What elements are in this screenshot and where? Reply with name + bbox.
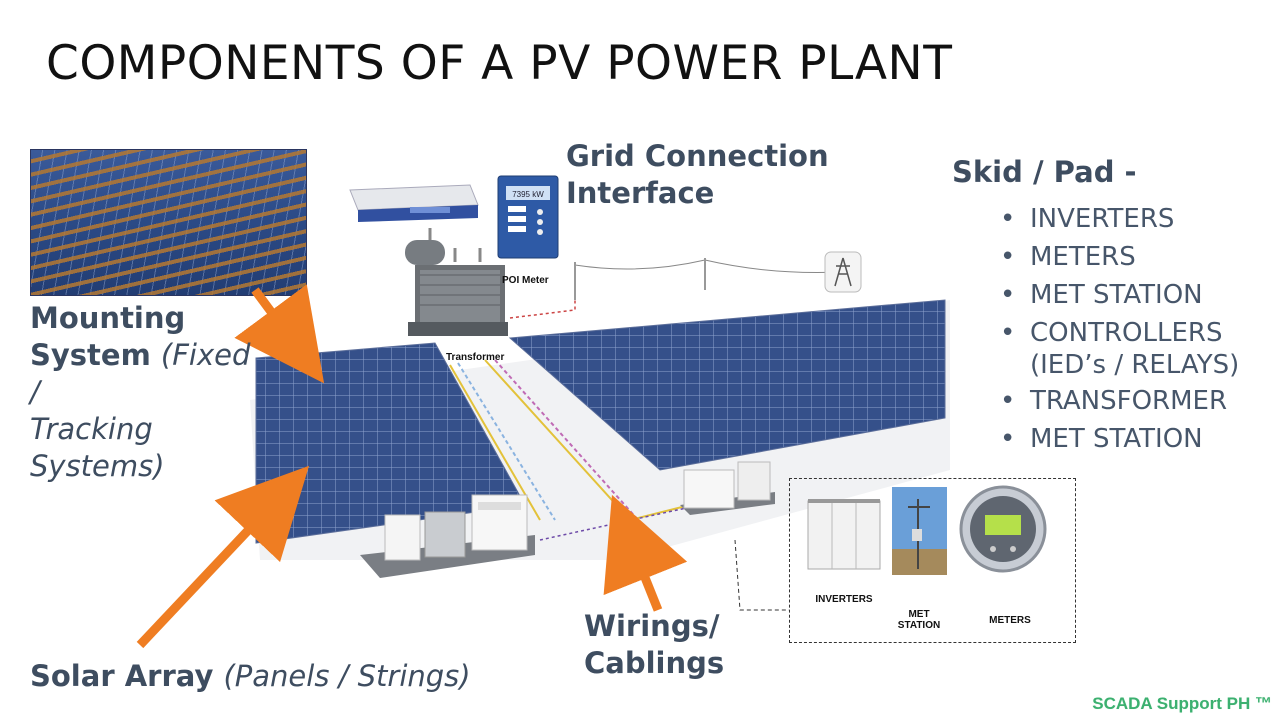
relay-unit-icon: 7395 kW <box>497 175 559 259</box>
callout-meters-label: METERS <box>989 615 1031 626</box>
inverter-cabinet-image <box>807 499 881 570</box>
skid-item: METERS <box>1000 238 1239 276</box>
wirings-line2: Cablings <box>584 646 725 680</box>
mounting-system-label: Mounting System (Fixed / Tracking System… <box>30 300 260 485</box>
skid-item: MET STATION <box>1000 420 1239 458</box>
slide-title: COMPONENTS OF A PV POWER PLANT <box>46 36 953 91</box>
utility-meter-image <box>959 485 1047 573</box>
skid-heading: Skid / Pad - <box>952 155 1137 189</box>
skid-item: MET STATION <box>1000 276 1239 314</box>
callout-met-line1: MET <box>908 609 930 620</box>
callout-met-station-label: MET STATION <box>890 609 948 631</box>
rack-controller-icon <box>349 184 479 222</box>
solar-array-label: Solar Array (Panels / Strings) <box>30 658 471 695</box>
mounting-line2-bold: System <box>30 338 151 372</box>
wirings-label: Wirings/ Cablings <box>584 608 724 682</box>
grid-connection-label: Grid Connection Interface <box>566 138 829 212</box>
arrow-solar-array <box>136 465 310 649</box>
transformer <box>405 228 508 336</box>
solar-array-bold: Solar Array <box>30 659 214 693</box>
relay-display: 7395 kW <box>512 190 544 199</box>
skid-item: INVERTERS <box>1000 200 1239 238</box>
grid-label-line1: Grid Connection <box>566 139 829 173</box>
skid-item: TRANSFORMER <box>1000 382 1239 420</box>
callout-inverters-label: INVERTERS <box>815 594 873 605</box>
skid-list: INVERTERS METERS MET STATION CONTROLLERS… <box>1000 200 1239 458</box>
brand-watermark: SCADA Support PH ™ <box>1092 694 1272 713</box>
wirings-line1: Wirings/ <box>584 609 720 643</box>
skid-item-controllers: CONTROLLERS(IED’s / RELAYS) <box>1000 314 1239 382</box>
callout-leader <box>734 539 789 611</box>
right-solar-array <box>508 299 946 471</box>
arrow-wirings <box>603 494 688 612</box>
transformer-label: Transformer <box>446 352 505 363</box>
cable-blue <box>457 362 556 521</box>
cable-yellow <box>449 364 541 521</box>
transmission-tower-icon <box>824 251 862 293</box>
cable-red <box>509 265 576 319</box>
mounting-line2-italic: (Fixed / <box>30 338 251 409</box>
arrow-mounting <box>234 284 325 384</box>
solar-array-italic: (Panels / Strings) <box>223 659 471 693</box>
met-station-image <box>892 487 947 575</box>
cable-purple <box>494 359 641 523</box>
mounting-system-photo <box>30 149 307 296</box>
inverter-skid-right <box>680 461 775 515</box>
mounting-line4: Systems) <box>30 449 165 483</box>
mounting-line3: Tracking <box>30 412 153 446</box>
power-line <box>574 259 841 273</box>
callout-met-line2: STATION <box>897 620 941 631</box>
mounting-line1: Mounting <box>30 301 186 335</box>
equipment-callout: INVERTERS MET STATION METERS <box>789 478 1076 643</box>
callout-images <box>807 485 1047 575</box>
grid-label-line2: Interface <box>566 176 715 210</box>
inverter-skid-left <box>360 494 535 578</box>
skid-item-controllers-sub: (IED’s / RELAYS) <box>1030 350 1240 380</box>
skid-item-controllers-text: CONTROLLERS <box>1030 318 1223 348</box>
poi-meter-label: POI Meter <box>502 275 549 286</box>
